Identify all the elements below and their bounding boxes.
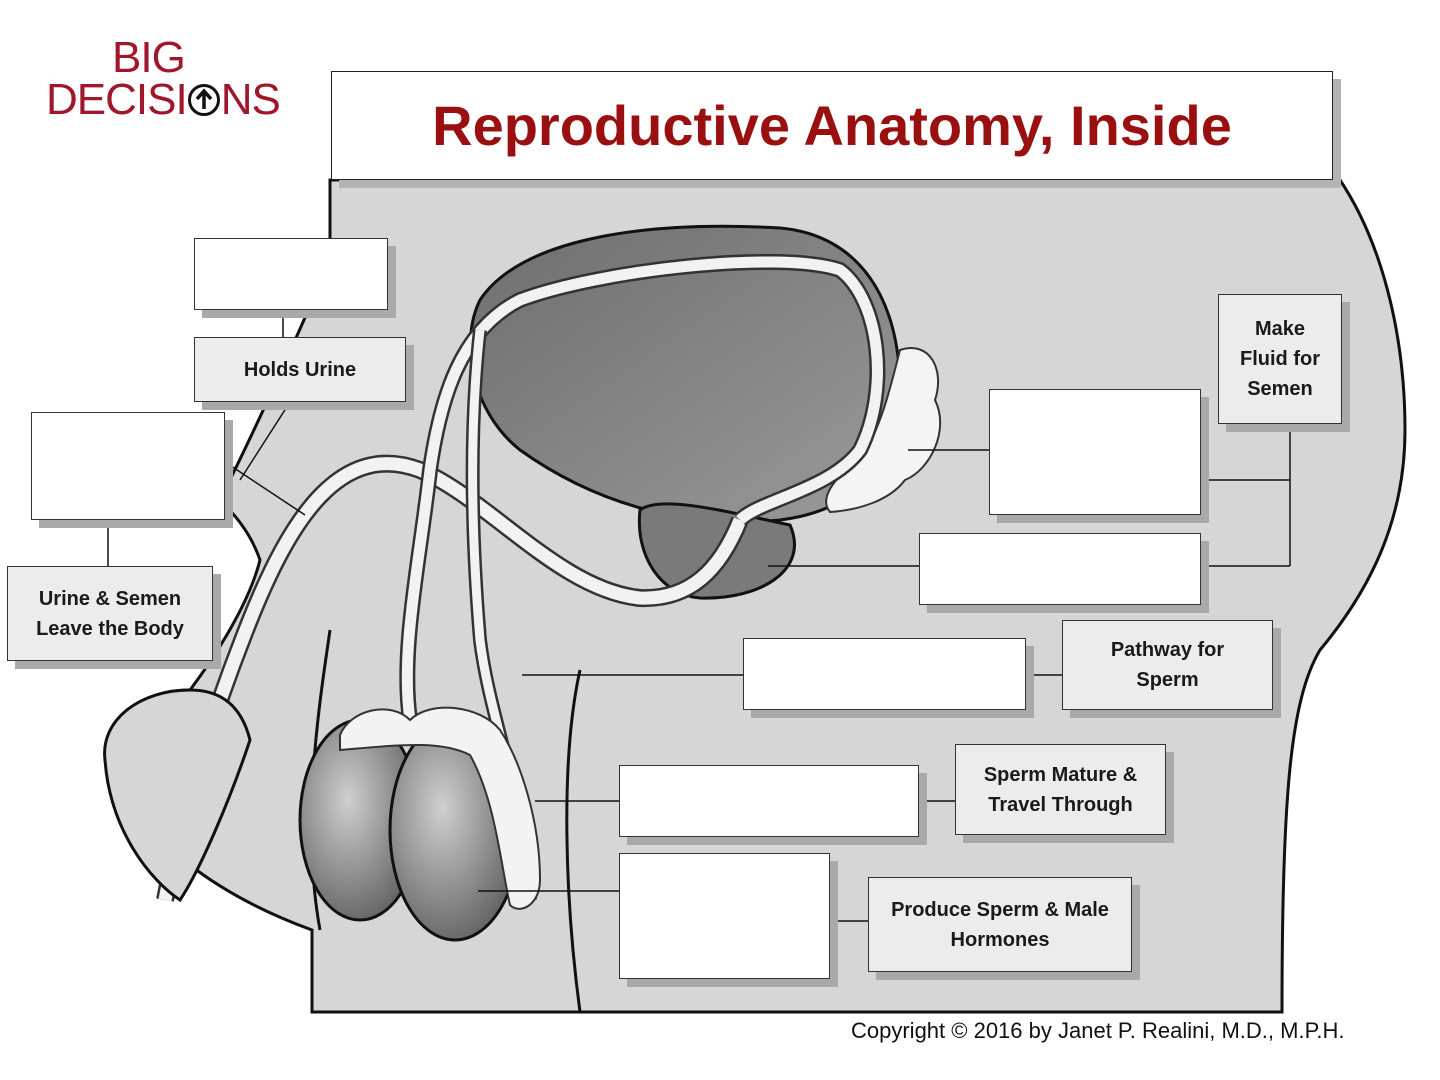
- label-holds-urine-text: Holds Urine: [243, 358, 357, 381]
- label-pathway-sperm: Pathway for Sperm: [1062, 620, 1273, 710]
- logo-line-2: DECISI NS: [46, 75, 281, 124]
- blank-box-seminal-vesicle[interactable]: [989, 389, 1201, 515]
- blank-box-epididymis[interactable]: [619, 765, 919, 837]
- copyright-notice: Copyright © 2016 by Janet P. Realini, M.…: [851, 1018, 1345, 1043]
- logo-line-2-end: NS: [220, 75, 281, 124]
- label-make-fluid: Make Fluid for Semen: [1218, 294, 1342, 424]
- blank-box-prostate[interactable]: [919, 533, 1201, 605]
- label-produce-sperm: Produce Sperm & Male Hormones: [868, 877, 1132, 972]
- label-make-fluid-text: Make Fluid for Semen: [1240, 318, 1320, 400]
- epididymis-shape: [339, 706, 542, 910]
- logo-line-2-start: DECISI: [46, 75, 188, 124]
- blank-box-urethra[interactable]: [31, 412, 225, 520]
- label-pathway-sperm-text: Pathway for Sperm: [1110, 639, 1225, 691]
- label-urine-semen-leave-text: Urine & Semen Leave the Body: [36, 587, 184, 640]
- label-produce-sperm-text: Produce Sperm & Male Hormones: [891, 898, 1109, 951]
- title-box: Reproductive Anatomy, Inside: [331, 71, 1333, 180]
- logo-line-1: BIG: [112, 33, 186, 82]
- blank-box-vas-deferens[interactable]: [743, 638, 1026, 710]
- arrow-up-circle-icon: [187, 84, 220, 116]
- label-sperm-mature-text: Sperm Mature & Travel Through: [983, 763, 1138, 816]
- big-decisions-logo: BIG DECISI NS: [46, 36, 296, 126]
- page-title: Reproductive Anatomy, Inside: [432, 94, 1232, 157]
- blank-box-bladder[interactable]: [194, 238, 388, 310]
- penis-shape: [103, 688, 252, 903]
- label-sperm-mature: Sperm Mature & Travel Through: [955, 744, 1166, 835]
- blank-box-testes[interactable]: [619, 853, 830, 979]
- label-holds-urine: Holds Urine: [194, 337, 406, 402]
- label-urine-semen-leave: Urine & Semen Leave the Body: [7, 566, 213, 661]
